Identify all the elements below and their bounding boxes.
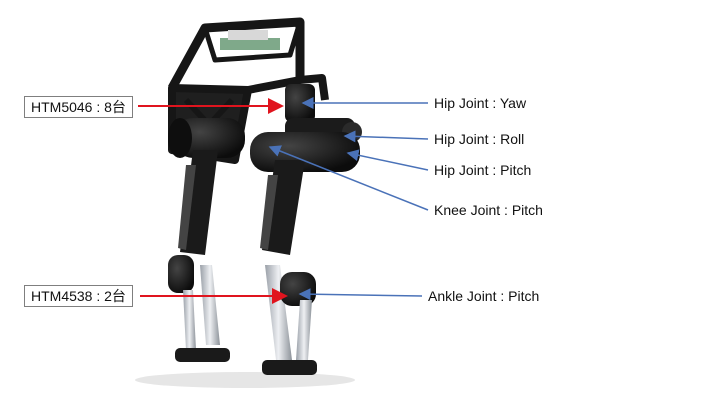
right-leg — [260, 160, 317, 375]
motor-callout-top: HTM5046 : 8台 — [24, 96, 133, 118]
hip-pitch-arrow — [346, 149, 429, 171]
label-hip-yaw: Hip Joint : Yaw — [434, 95, 527, 111]
hip-roll-arrow — [343, 130, 429, 143]
ankle-pitch-arrow — [298, 288, 423, 301]
ground-shadow — [135, 372, 355, 388]
left-hip-pitch-motor — [175, 118, 245, 158]
motor-callout-bottom: HTM4538 : 2台 — [24, 285, 133, 307]
circuit-board — [220, 38, 280, 50]
label-ankle-pitch: Ankle Joint : Pitch — [428, 288, 540, 304]
board-connector — [228, 30, 268, 40]
left-foot — [175, 348, 230, 362]
label-knee-pitch: Knee Joint : Pitch — [434, 202, 543, 218]
knee-pitch-arrow — [268, 145, 429, 211]
label-hip-roll: Hip Joint : Roll — [434, 131, 525, 147]
left-leg — [168, 150, 230, 362]
right-hip-pitch-motor — [250, 132, 360, 172]
right-foot — [262, 360, 317, 375]
left-hip-end — [168, 118, 192, 158]
hip-yaw-motor — [285, 84, 315, 122]
label-hip-pitch: Hip Joint : Pitch — [434, 162, 532, 178]
left-ankle-motor — [168, 255, 194, 293]
